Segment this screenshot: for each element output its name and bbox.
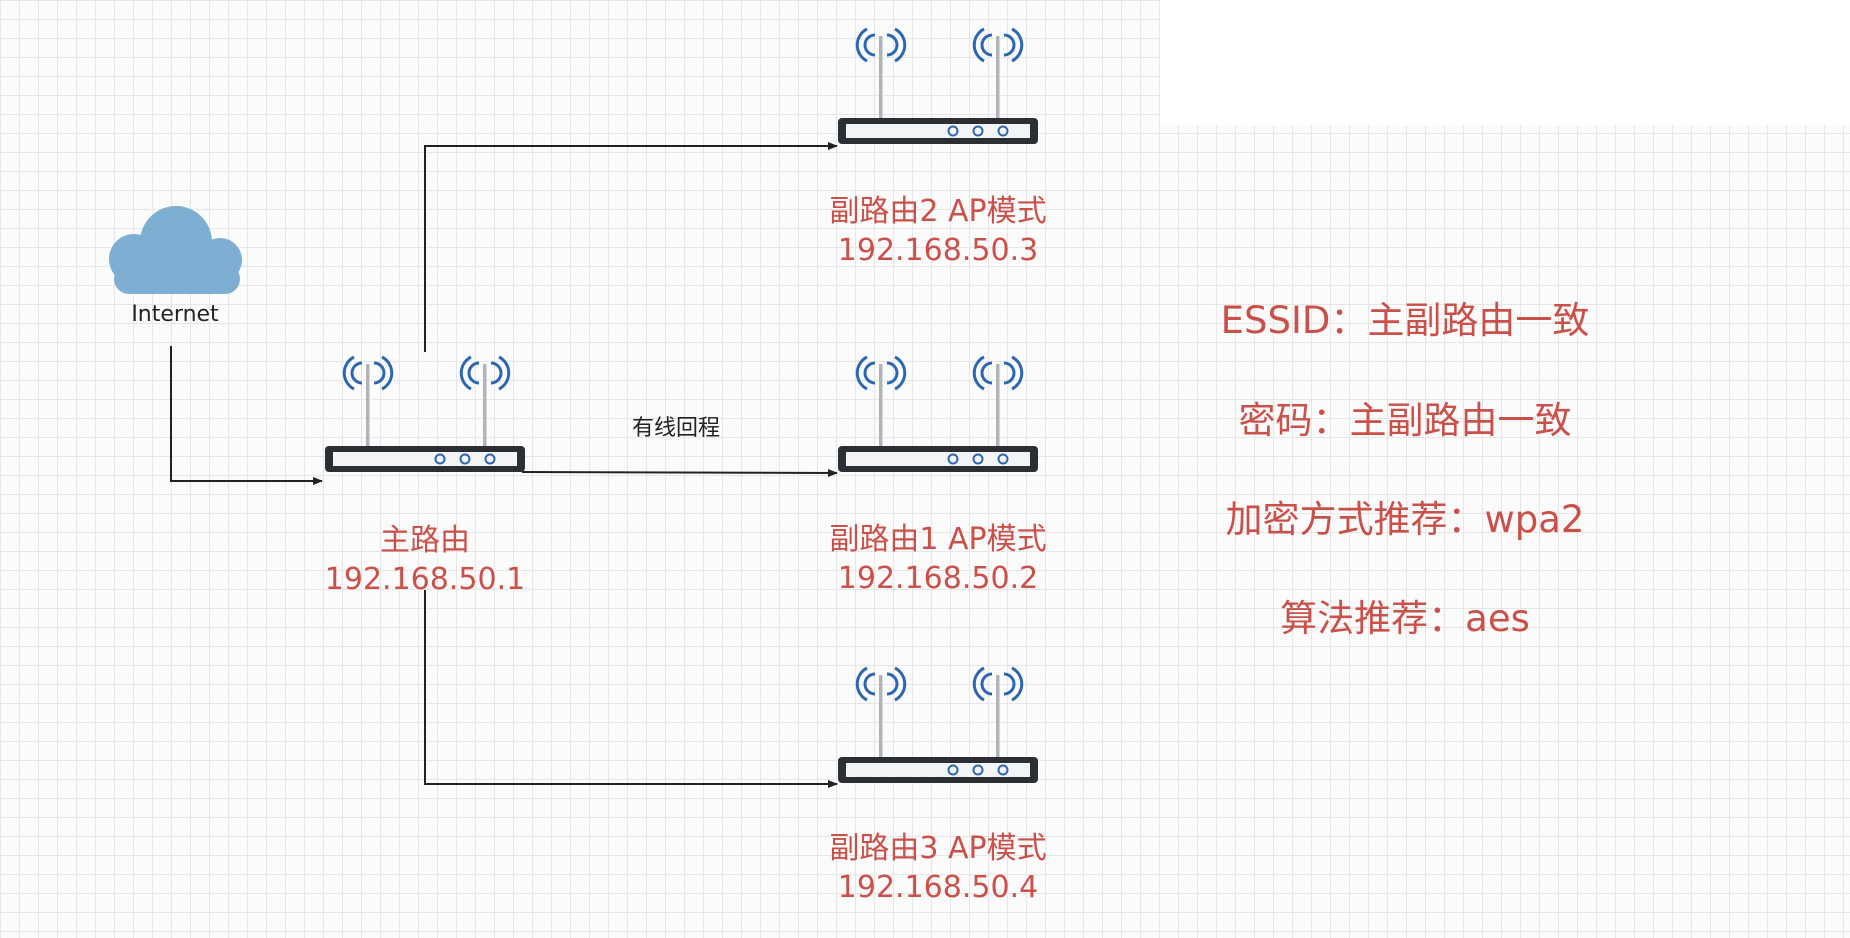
sub-router-2-label: 副路由2 AP模式 192.168.50.3 <box>778 192 1098 270</box>
sub-router-1[interactable] <box>838 350 1038 472</box>
sub-router-1-label: 副路由1 AP模式 192.168.50.2 <box>778 520 1098 598</box>
main-router-ip: 192.168.50.1 <box>324 562 526 597</box>
sub-router-2-ip: 192.168.50.3 <box>837 233 1039 268</box>
sub-router-3-label: 副路由3 AP模式 192.168.50.4 <box>778 829 1098 907</box>
main-to-sub2-line <box>424 142 838 352</box>
sub-router-3-name: 副路由3 AP模式 <box>829 831 1047 866</box>
cloud-icon <box>109 206 242 294</box>
internet-label: Internet <box>131 302 219 327</box>
note-algorithm: 算法推荐：aes <box>1280 597 1530 640</box>
wired-backhaul-label: 有线回程 <box>632 416 721 441</box>
sub-router-2[interactable] <box>838 22 1038 144</box>
sub-router-2-name: 副路由2 AP模式 <box>829 194 1047 229</box>
note-password: 密码：主副路由一致 <box>1238 399 1572 442</box>
main-router-name: 主路由 <box>380 523 470 558</box>
main-to-sub3-line <box>424 590 838 788</box>
main-router-label: 主路由 192.168.50.1 <box>265 521 585 599</box>
screen-glare <box>1160 0 1850 125</box>
sub-router-1-name: 副路由1 AP模式 <box>829 522 1047 557</box>
main-to-sub1-line <box>521 468 838 477</box>
internet-to-main-line <box>170 346 323 485</box>
sub-router-1-ip: 192.168.50.2 <box>837 561 1039 596</box>
sub-router-3-ip: 192.168.50.4 <box>837 870 1039 905</box>
main-router[interactable] <box>325 350 525 472</box>
note-essid: ESSID：主副路由一致 <box>1220 299 1590 342</box>
sub-router-3[interactable] <box>838 661 1038 783</box>
note-encryption: 加密方式推荐：wpa2 <box>1225 498 1585 541</box>
